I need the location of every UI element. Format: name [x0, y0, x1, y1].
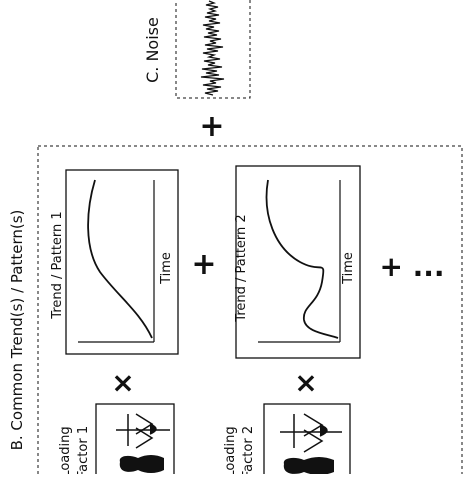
trend-pattern-2-axis-label: Time	[341, 252, 356, 285]
vase-icon	[283, 457, 334, 475]
loading-factor-1-panel: Loading Factor 1	[58, 403, 175, 478]
trend-pattern-2-title: Trend / Pattern 2	[234, 214, 249, 322]
noise-panel: C. Noise	[143, 0, 251, 99]
common-trend-panel: B. Common Trend(s) / Pattern(s) Trend / …	[8, 145, 463, 478]
trend-pattern-1-title: Trend / Pattern 1	[50, 211, 65, 319]
balance-scale-icon	[116, 413, 170, 449]
trend-pattern-1-frame	[65, 169, 179, 355]
noise-panel-frame	[175, 0, 251, 99]
multiply-sign: ×	[294, 366, 317, 399]
trend-pattern-1-curve	[87, 179, 153, 339]
trend-pattern-2-frame	[235, 165, 361, 359]
loading-factor-1-line1: Loading	[58, 426, 73, 474]
loading-factor-1-line2: Factor 1	[76, 426, 91, 474]
trend-pattern-2-chart: Trend / Pattern 2 Time	[234, 165, 361, 359]
common-trend-panel-frame	[37, 145, 463, 478]
trend-pattern-1-chart: Trend / Pattern 1 Time	[50, 169, 179, 355]
loading-factor-2-line2: Factor 2	[241, 426, 256, 474]
plus-sign: +	[199, 109, 224, 144]
plus-sign: +	[191, 247, 216, 282]
loading-factor-2-line1: Loading	[223, 426, 238, 474]
balance-scale-icon	[280, 413, 342, 453]
trend-pattern-2-curve	[265, 179, 339, 339]
common-trend-panel-label: B. Common Trend(s) / Pattern(s)	[8, 210, 26, 451]
multiply-sign: ×	[111, 366, 134, 399]
trend-pattern-1-axis-label: Time	[159, 252, 174, 285]
vase-icon	[119, 455, 164, 473]
ellipsis-plus: + ...	[379, 250, 444, 283]
noise-signal-line	[200, 0, 225, 96]
loading-factor-2-panel: Loading Factor 2	[223, 403, 351, 478]
noise-panel-label: C. Noise	[143, 17, 162, 83]
